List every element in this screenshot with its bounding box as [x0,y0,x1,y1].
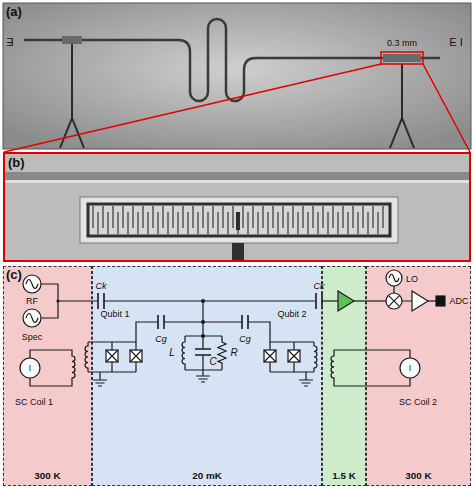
capacitor-finger [132,206,134,228]
capacitor-finger [262,206,264,228]
capacitor-finger [252,206,254,228]
capacitor-finger [187,212,189,234]
qubit-label: Qubit 2 [277,310,306,319]
capacitor-finger [162,206,164,228]
capacitor-finger [282,206,284,228]
capacitor-finger [97,212,99,234]
panel-label: (c) [6,268,22,281]
capacitor-finger [317,212,319,234]
alignment-mark: Ǝ [6,37,13,48]
zoom-line [4,64,470,152]
capacitor-finger [327,212,329,234]
current-source-symbol: I [409,364,412,373]
temperature-label: 300 K [4,471,91,481]
capacitor-finger [157,212,159,234]
capacitor-finger [352,206,354,228]
panel: (a) [3,3,471,149]
capacitor-label: C [209,357,216,367]
scale-label: 0.3 mm [387,39,417,48]
capacitor-label: Cg [155,335,167,344]
capacitor-finger [142,206,144,228]
capacitor-finger [177,212,179,234]
capacitor-finger [272,206,274,228]
capacitor-finger [167,212,169,234]
capacitor-finger [372,206,374,228]
capacitor-finger [122,206,124,228]
inductor-label: L [169,348,175,358]
capacitor-finger [342,206,344,228]
capacitor-finger [247,212,249,234]
capacitor-finger [217,212,219,234]
capacitor-finger [297,212,299,234]
qubit-label: Qubit 1 [100,310,129,319]
capacitor-finger [127,212,129,234]
capacitor-label: Ck [314,282,325,291]
source-label: RF [26,297,38,306]
capacitor-finger [192,206,194,228]
capacitor-micrograph [3,152,471,262]
oscillator-label: LO [406,275,418,284]
capacitor-finger [182,206,184,228]
converter-label: ADC [449,297,468,306]
capacitor-finger [307,212,309,234]
coil-label: SC Coil 1 [15,398,53,407]
capacitor-finger [277,212,279,234]
capacitor-fingers [93,206,383,234]
panel-label: (b) [8,156,25,169]
capacitor-finger [197,212,199,234]
capacitor-finger [172,206,174,228]
capacitor-finger [332,206,334,228]
temperature-label: 20 mK [93,471,321,481]
temperature-label: 300 K [367,471,470,481]
capacitor-finger [242,206,244,228]
capacitor-finger [267,212,269,234]
capacitor-finger [202,206,204,228]
resistor-label: R [230,348,237,358]
capacitor-label: Cg [239,335,251,344]
capacitor-finger [362,206,364,228]
capacitor-finger [232,206,234,228]
capacitor-finger [257,212,259,234]
panel-label: (a) [6,5,22,18]
capacitor-finger [107,212,109,234]
capacitor-finger [92,206,94,228]
capacitor-finger [287,212,289,234]
capacitor-finger [347,212,349,234]
alignment-mark: E I [449,37,462,48]
circuit-schematic [20,270,445,386]
capacitor-finger [137,212,139,234]
temperature-stage-fill [3,266,471,486]
temperature-stage: 1.5 K [322,266,366,486]
capacitor-finger [377,212,379,234]
temperature-stage: 300 K [3,266,92,486]
capacitor-finger [222,206,224,228]
capacitor-label: Ck [96,282,107,291]
capacitor-finger [292,206,294,228]
capacitor-finger [367,212,369,234]
junction-dot [56,299,205,338]
capacitor-finger [207,212,209,234]
capacitor-finger [382,206,384,228]
capacitor-finger [102,206,104,228]
capacitor-finger [312,206,314,228]
source-label: Spec [22,333,43,342]
capacitor-finger [357,212,359,234]
capacitor-finger [152,206,154,228]
capacitor-finger [117,212,119,234]
capacitor-finger [212,206,214,228]
capacitor-finger [302,206,304,228]
current-source-symbol: I [29,364,32,373]
panel: (c)300 K20 mK1.5 K300 K [3,266,471,486]
capacitor-finger [227,212,229,234]
temperature-label: 1.5 K [323,471,365,481]
coil-label: SC Coil 2 [399,398,437,407]
capacitor-finger [147,212,149,234]
capacitor-finger [112,206,114,228]
panel: (b) [3,152,471,262]
temperature-stage: 20 mK [92,266,322,486]
micrograph [3,3,471,149]
capacitor-finger [337,212,339,234]
capacitor-finger [322,206,324,228]
